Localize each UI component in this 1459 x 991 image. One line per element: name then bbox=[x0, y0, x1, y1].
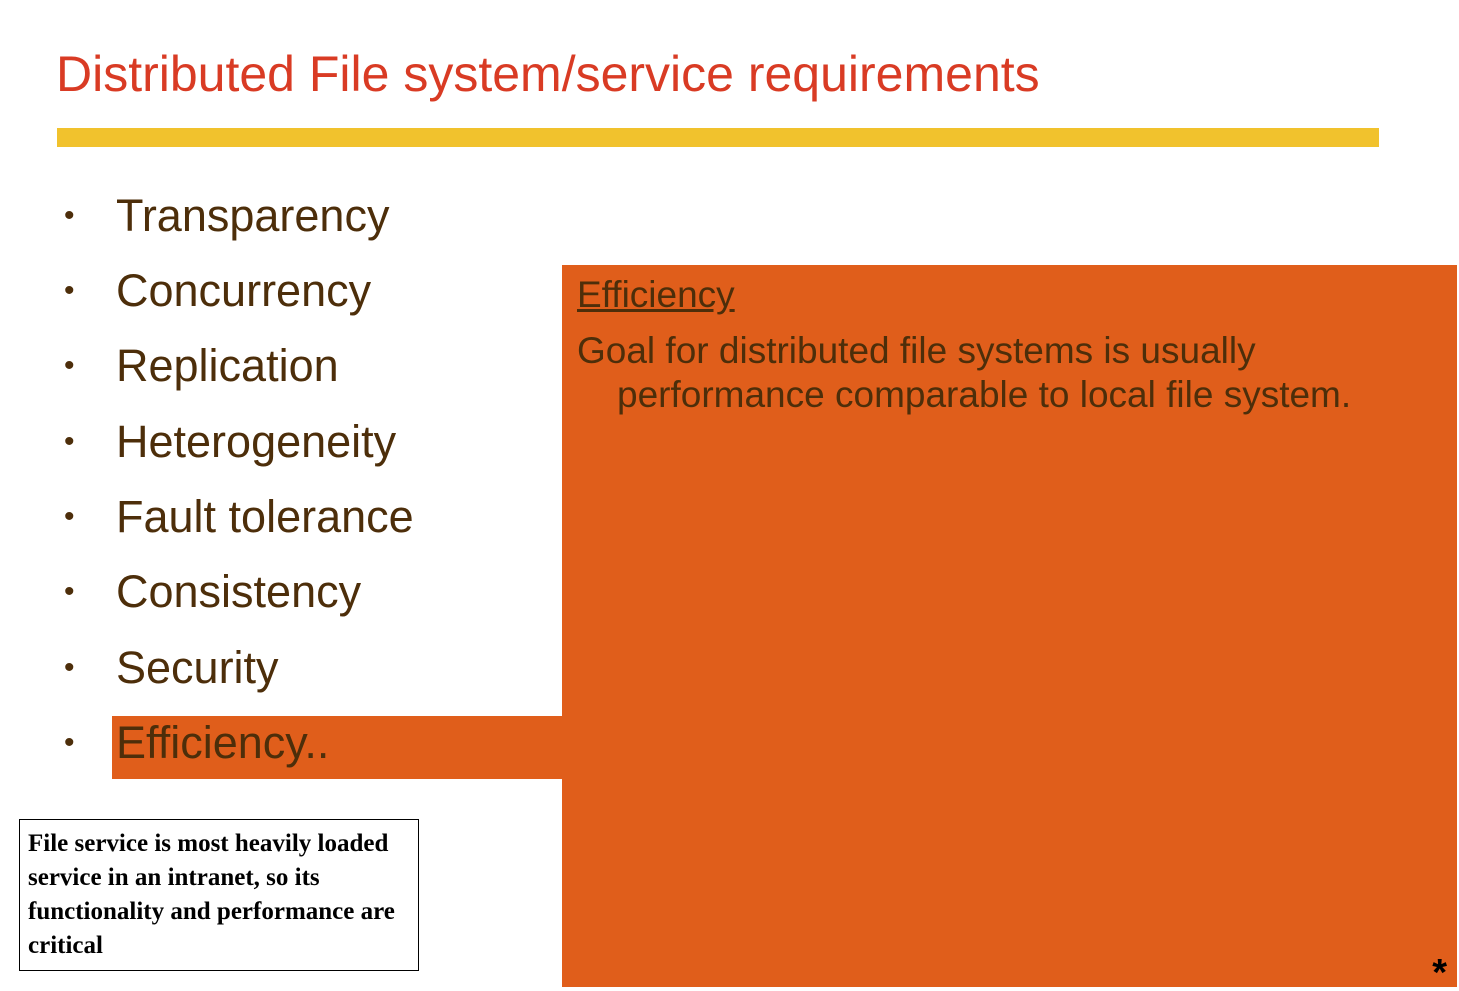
popup-heading: Efficiency bbox=[577, 274, 735, 315]
bullet-marker: • bbox=[64, 274, 75, 307]
bullet-label: Concurrency bbox=[116, 265, 372, 316]
bullet-marker: • bbox=[64, 425, 75, 458]
bullet-marker: • bbox=[64, 726, 75, 759]
efficiency-highlight bbox=[112, 716, 564, 779]
note-text: File service is most heavily loaded serv… bbox=[28, 830, 395, 959]
bullet-marker: • bbox=[64, 199, 75, 232]
note-box: File service is most heavily loaded serv… bbox=[19, 819, 419, 971]
bullet-label: Security bbox=[116, 642, 279, 693]
popup-body-line: Goal for distributed file systems is usu… bbox=[577, 330, 1256, 371]
bullet-marker: • bbox=[64, 575, 75, 608]
bullet-label: Transparency bbox=[116, 190, 390, 241]
bullet-marker: • bbox=[64, 349, 75, 382]
popup-body-line: performance comparable to local file sys… bbox=[617, 374, 1352, 415]
bullet-label: Consistency bbox=[116, 566, 362, 617]
efficiency-popup: Efficiency Goal for distributed file sys… bbox=[562, 265, 1457, 991]
bullet-marker: • bbox=[64, 500, 75, 533]
bullet-label: Efficiency.. bbox=[116, 717, 330, 768]
slide-title: Distributed File system/service requirem… bbox=[56, 46, 1040, 102]
bullet-label: Replication bbox=[116, 340, 339, 391]
bullet-marker: • bbox=[64, 651, 75, 684]
asterisk-mark: * bbox=[1432, 952, 1447, 991]
bullet-label: Heterogeneity bbox=[116, 416, 397, 467]
bullet-label: Fault tolerance bbox=[116, 491, 414, 542]
title-underline-bar bbox=[57, 128, 1379, 147]
